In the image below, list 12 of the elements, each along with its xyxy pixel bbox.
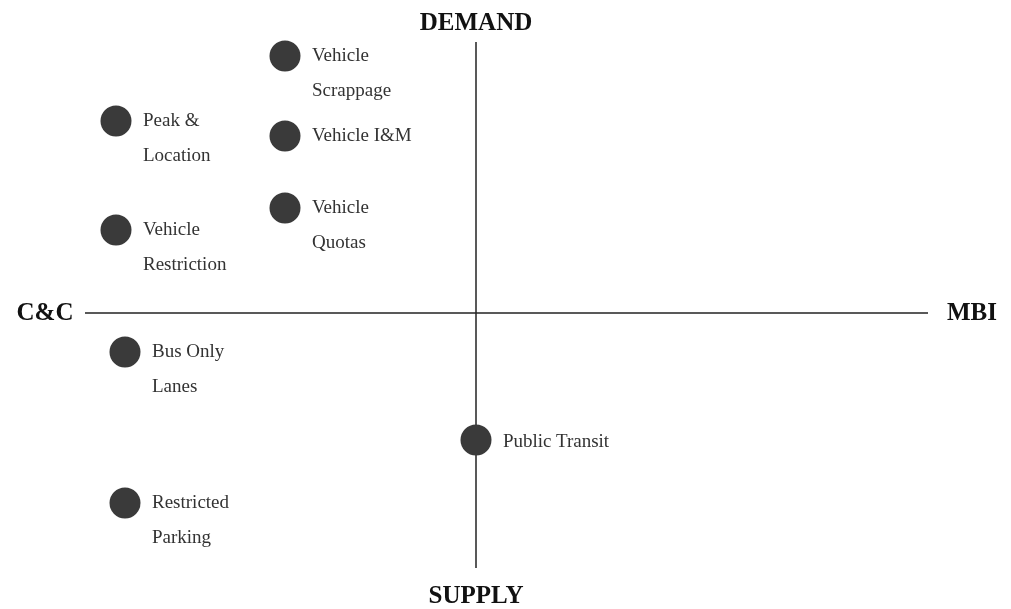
point-label: Vehicle Restriction xyxy=(143,217,228,276)
point-label: Peak & Location xyxy=(143,108,212,167)
axis-label: SUPPLY xyxy=(428,581,524,609)
point-label: Vehicle Scrappage xyxy=(312,43,393,102)
point-label: Bus Only Lanes xyxy=(152,339,226,398)
point-label: Vehicle Quotas xyxy=(312,195,370,254)
axis-label: MBI xyxy=(947,298,997,326)
axis-label: DEMAND xyxy=(419,8,533,36)
point-label: Restricted Parking xyxy=(152,490,231,549)
point-label: Public Transit xyxy=(503,429,610,453)
point-label: Vehicle I&M xyxy=(312,123,413,147)
axis-label: C&C xyxy=(16,298,74,326)
